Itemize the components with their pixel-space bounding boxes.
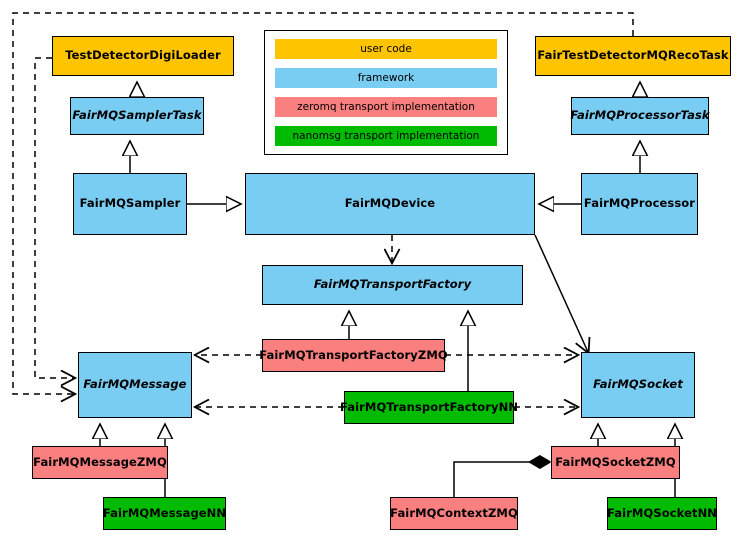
class-node-fairtestdetectormqrecotask[interactable]: FairTestDetectorMQRecoTask (535, 36, 731, 76)
class-node-fairmqtransportfactory[interactable]: FairMQTransportFactory (262, 265, 523, 305)
class-node-fairmqprocessor[interactable]: FairMQProcessor (581, 173, 698, 235)
legend-item-nanomsg: nanomsg transport implementation (275, 126, 497, 146)
class-node-fairmqmessage[interactable]: FairMQMessage (78, 352, 192, 418)
class-node-fairmqprocessortask[interactable]: FairMQProcessorTask (570, 97, 710, 135)
class-node-fairmqsampler[interactable]: FairMQSampler (73, 173, 187, 235)
class-node-fairmqsocketzmq[interactable]: FairMQSocketZMQ (551, 446, 680, 479)
class-node-fairmqcontextzmq[interactable]: FairMQContextZMQ (390, 497, 518, 530)
legend-panel: user code framework zeromq transport imp… (264, 30, 508, 155)
class-node-fairmqmessagezmq[interactable]: FairMQMessageZMQ (32, 446, 168, 479)
legend-item-framework: framework (275, 68, 497, 88)
class-node-fairmqsamplertask[interactable]: FairMQSamplerTask (70, 97, 204, 135)
edge-digiloader-to-message (34, 57, 74, 378)
edge-socketzmq-composes-contextzmq (453, 462, 549, 497)
class-node-fairmqsocketnn[interactable]: FairMQSocketNN (607, 497, 717, 530)
class-node-fairmqdevice[interactable]: FairMQDevice (245, 173, 535, 235)
edge-recotask-to-message (12, 12, 634, 394)
legend-item-user-code: user code (275, 39, 497, 59)
class-node-testdetectordigiloader[interactable]: TestDetectorDigiLoader (52, 36, 234, 76)
class-node-fairmqsocket[interactable]: FairMQSocket (581, 352, 695, 418)
legend-item-zeromq: zeromq transport implementation (275, 97, 497, 117)
class-node-fairmqmessagenn[interactable]: FairMQMessageNN (103, 497, 226, 530)
class-node-fairmqtransportfactoryzmq[interactable]: FairMQTransportFactoryZMQ (259, 339, 448, 372)
edge-device-to-socket (534, 234, 588, 352)
class-node-fairmqtransportfactorynn[interactable]: FairMQTransportFactoryNN (340, 391, 518, 424)
